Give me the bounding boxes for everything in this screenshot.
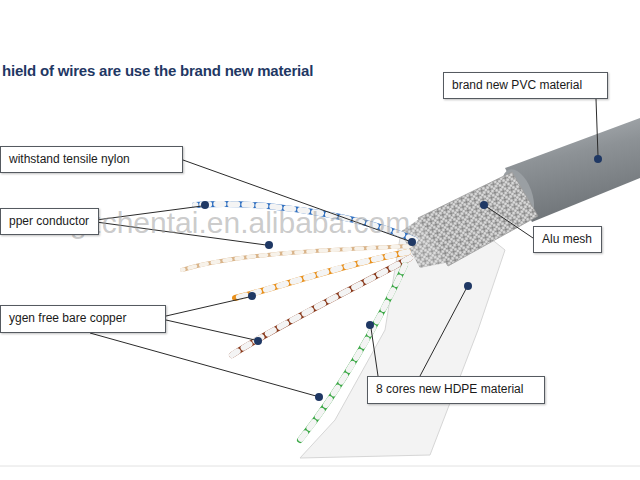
leader-dots [201, 155, 602, 401]
callout-text: brand new PVC material [452, 78, 599, 93]
callout-text: pper conductor [9, 214, 90, 229]
frame-line [0, 466, 640, 467]
callout-text: Alu mesh [542, 232, 593, 247]
twisted-pairs [182, 204, 415, 440]
callout-box: brand new PVC material [443, 72, 608, 99]
leader-lines [90, 99, 598, 396]
heading: hield of wires are use the brand new mat… [2, 62, 313, 79]
callout-text: 8 cores new HDPE material [376, 382, 536, 397]
foil-sheath [300, 222, 505, 458]
callout-box: Alu mesh [533, 226, 602, 253]
callout-text: withstand tensile nylon [9, 152, 174, 167]
callout-box: 8 cores new HDPE material [367, 376, 545, 404]
callout-box: withstand tensile nylon [0, 146, 183, 173]
callout-box: ygen free bare copper [0, 305, 166, 333]
callout-box: pper conductor [0, 208, 99, 235]
watermark: gzchentai.en.alibaba.com [70, 206, 410, 240]
callout-text: ygen free bare copper [9, 311, 157, 326]
